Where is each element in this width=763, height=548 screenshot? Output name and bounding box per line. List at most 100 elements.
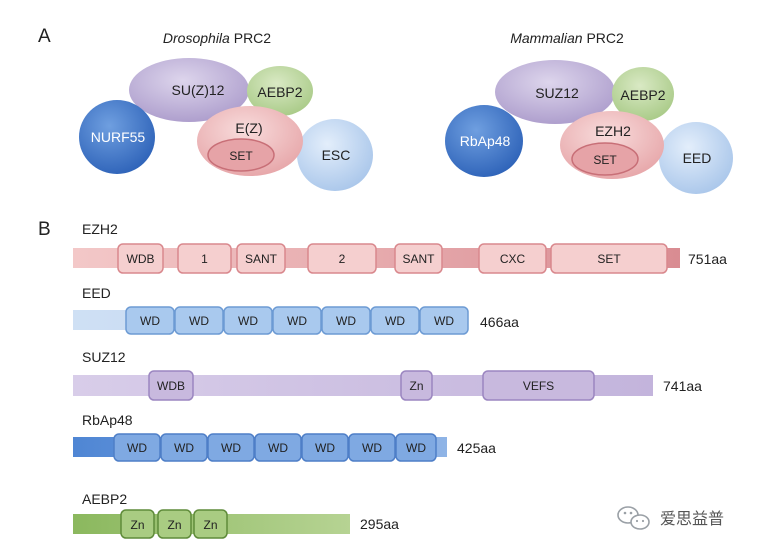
- ezh2-domain-box: [478, 243, 547, 274]
- mammalian-rbap48-label: RbAp48: [460, 133, 511, 149]
- ezh2-length: 751aa: [688, 251, 727, 267]
- eed-domain-box: [174, 306, 224, 335]
- rbap48-domain-box: [395, 433, 437, 462]
- suz12-domain-label: Zn: [409, 379, 423, 393]
- rbap48-domain: WD: [254, 433, 302, 462]
- rbap48-domain: WD: [301, 433, 349, 462]
- rbap48-domain-box: [254, 433, 302, 462]
- aebp2-domain-box: [157, 509, 192, 539]
- aebp2-protein: AEBP2 Zn Zn Zn 295aa: [73, 491, 399, 539]
- rbap48-domain-box: [207, 433, 255, 462]
- eed-domain: WD: [370, 306, 420, 335]
- rbap48-name: RbAp48: [82, 412, 133, 428]
- wechat-icon: [617, 506, 650, 530]
- suz12-domain: VEFS: [482, 370, 595, 401]
- rbap48-domain-label: WD: [406, 441, 426, 455]
- ezh2-domain-box: [236, 243, 286, 274]
- eed-domain-box: [321, 306, 371, 335]
- eed-domain: WD: [272, 306, 322, 335]
- mammalian-aebp2-subunit: [612, 67, 674, 121]
- mammalian-title-rest: PRC2: [583, 30, 624, 46]
- eed-domain-label: WD: [287, 314, 307, 328]
- eed-domain-box: [125, 306, 175, 335]
- ezh2-domain: SANT: [394, 243, 443, 274]
- eed-domain: WD: [125, 306, 175, 335]
- eed-domain-label: WD: [336, 314, 356, 328]
- drosophila-esc-label: ESC: [322, 147, 351, 163]
- ezh2-domain: SET: [550, 243, 668, 274]
- aebp2-name: AEBP2: [82, 491, 127, 507]
- rbap48-domain-label: WD: [268, 441, 288, 455]
- ezh2-name: EZH2: [82, 221, 118, 237]
- aebp2-length: 295aa: [360, 516, 399, 532]
- rbap48-domain-box: [301, 433, 349, 462]
- suz12-domain-label: VEFS: [523, 379, 554, 393]
- eed-domain-label: WD: [140, 314, 160, 328]
- drosophila-aebp2-label: AEBP2: [257, 84, 302, 100]
- ezh2-domain-label: 2: [339, 252, 346, 266]
- ezh2-domain-box: [394, 243, 443, 274]
- watermark-text: 爱思益普: [660, 510, 724, 528]
- rbap48-domain-box: [348, 433, 396, 462]
- ezh2-domain-label: SANT: [402, 252, 435, 266]
- drosophila-complex: SU(Z)12 AEBP2 NURF55 E(Z) SET ESC: [79, 58, 373, 191]
- drosophila-set-label: SET: [229, 149, 253, 163]
- drosophila-esc-subunit: [297, 119, 373, 191]
- suz12-domain: WDB: [148, 370, 194, 401]
- ezh2-domain-label: WDB: [127, 252, 155, 266]
- drosophila-nurf55-label: NURF55: [91, 129, 146, 145]
- panel-label-a: A: [38, 26, 51, 47]
- ezh2-domain: SANT: [236, 243, 286, 274]
- eed-domain: WD: [419, 306, 469, 335]
- ezh2-domain-box: [177, 243, 232, 274]
- drosophila-title-rest: PRC2: [230, 30, 271, 46]
- eed-domain-box: [419, 306, 469, 335]
- aebp2-domain-label: Zn: [130, 518, 144, 532]
- watermark: 爱思益普: [617, 506, 724, 530]
- rbap48-domain: WD: [348, 433, 396, 462]
- aebp2-domain: Zn: [157, 509, 192, 539]
- mammalian-title: Mammalian PRC2: [510, 30, 624, 46]
- rbap48-domain-label: WD: [362, 441, 382, 455]
- aebp2-domain: Zn: [193, 509, 228, 539]
- suz12-length: 741aa: [663, 378, 702, 394]
- suz12-domain: Zn: [400, 370, 433, 401]
- eed-domain: WD: [321, 306, 371, 335]
- eed-domain-label: WD: [238, 314, 258, 328]
- rbap48-length: 425aa: [457, 440, 496, 456]
- mammalian-eed-label: EED: [683, 150, 712, 166]
- drosophila-nurf55-subunit: [79, 100, 155, 174]
- ezh2-domain: 1: [177, 243, 232, 274]
- drosophila-ez-label: E(Z): [235, 120, 262, 136]
- eed-domain-box: [370, 306, 420, 335]
- rbap48-domain-box: [113, 433, 161, 462]
- suz12-name: SUZ12: [82, 349, 126, 365]
- mammalian-eed-subunit: [659, 122, 733, 194]
- eed-name: EED: [82, 285, 111, 301]
- rbap48-domain-box: [160, 433, 208, 462]
- suz12-protein: SUZ12 WDB Zn VEFS 741aa: [73, 349, 702, 401]
- eed-domain-label: WD: [189, 314, 209, 328]
- ezh2-protein: EZH2 WDB 1 SANT 2 SANT CXC SET: [73, 221, 727, 274]
- eed-domain: WD: [174, 306, 224, 335]
- suz12-domain-box: [400, 370, 433, 401]
- mammalian-complex: SUZ12 AEBP2 RbAp48 EZH2 SET EED: [445, 60, 733, 194]
- rbap48-domain-label: WD: [221, 441, 241, 455]
- rbap48-domain: WD: [207, 433, 255, 462]
- ezh2-domain-label: SANT: [245, 252, 278, 266]
- drosophila-title: Drosophila PRC2: [163, 30, 271, 46]
- mammalian-set-domain: [571, 142, 639, 176]
- suz12-domain-label: WDB: [157, 379, 185, 393]
- drosophila-title-italic: Drosophila: [163, 30, 230, 46]
- mammalian-rbap48-subunit: [445, 105, 523, 177]
- rbap48-domain: WD: [395, 433, 437, 462]
- rbap48-domain: WD: [160, 433, 208, 462]
- eed-protein: EED WD WD WD WD WD WD WD 466aa: [73, 285, 519, 335]
- ezh2-domain-box: [550, 243, 668, 274]
- panel-label-b: B: [38, 219, 51, 240]
- drosophila-set-domain: [207, 138, 275, 172]
- aebp2-domain-box: [193, 509, 228, 539]
- mammalian-suz12-label: SUZ12: [535, 85, 579, 101]
